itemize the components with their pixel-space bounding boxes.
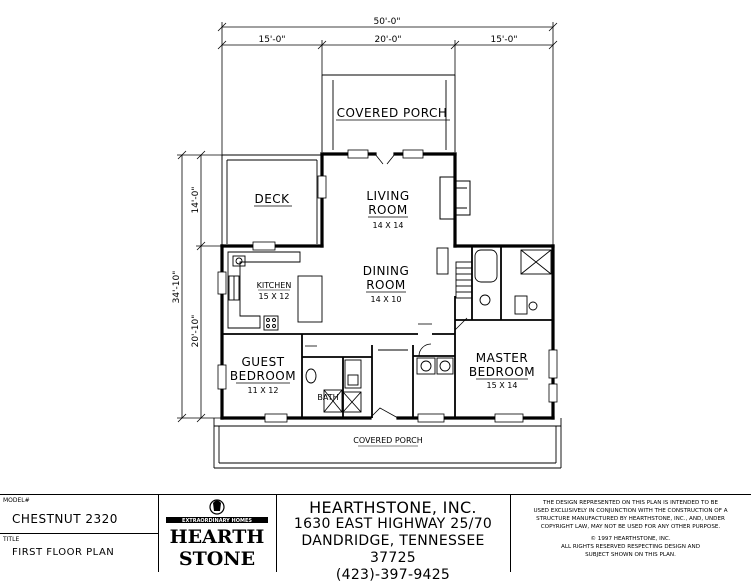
company-name: HEARTHSTONE, INC.: [309, 498, 477, 517]
label-master-bedroom-1: MASTER: [476, 351, 528, 365]
legal-line-7: SUBJECT SHOWN ON THIS PLAN.: [585, 552, 676, 558]
label-living-room-size: 14 X 14: [373, 221, 404, 230]
deck-outline: [221, 154, 322, 246]
drawing-title: FIRST FLOOR PLAN: [12, 547, 115, 558]
dim-overall-depth: 34'-10": [172, 271, 182, 304]
dim-seg-center: 20'-0": [374, 35, 401, 45]
top-porch-outline: [321, 74, 456, 152]
kitchen-cabinets: [227, 251, 323, 331]
logo-word-1: HEARTH: [170, 526, 265, 548]
label-kitchen: KITCHEN: [257, 281, 292, 290]
legal-line-6: ALL RIGHTS RESERVED RESPECTING DESIGN AN…: [561, 544, 700, 550]
label-dining-room-1: DINING: [363, 264, 410, 278]
dim-seg-right: 15'-0": [490, 35, 517, 45]
dim-upper-depth: 14'-0": [191, 186, 201, 213]
title-block: MODEL# CHESTNUT 2320 TITLE FIRST FLOOR P…: [0, 494, 751, 583]
label-guest-bedroom-2: BEDROOM: [230, 369, 296, 383]
label-covered-porch-top: COVERED PORCH: [337, 106, 448, 120]
bottom-porch-outline: [213, 418, 562, 469]
hearthstone-logo: EXTRAORDINARY HOMES HEARTH STONE: [158, 495, 277, 572]
hearthstone-logo-mark: EXTRAORDINARY HOMES HEARTH STONE: [166, 499, 268, 570]
dim-seg-left: 15'-0": [258, 35, 285, 45]
title-block-divider: [0, 533, 158, 534]
label-master-bedroom-2: BEDROOM: [469, 365, 535, 379]
model-name: CHESTNUT 2320: [12, 512, 118, 526]
logo-tagline: EXTRAORDINARY HOMES: [182, 518, 252, 524]
hall-closets: [378, 349, 454, 375]
label-master-bedroom-size: 15 X 14: [487, 381, 518, 390]
label-kitchen-size: 15 X 12: [259, 292, 290, 301]
label-living-room-2: ROOM: [368, 203, 408, 217]
master-bath-fixtures: [474, 249, 552, 315]
legal-line-2: USED EXCLUSIVELY IN CONJUNCTION WITH THE…: [533, 508, 728, 514]
guest-bath-fixtures: [305, 359, 362, 413]
company-street: 1630 EAST HIGHWAY 25/70: [293, 516, 493, 532]
label-guest-bedroom-1: GUEST: [241, 355, 284, 369]
legal-line-3: STRUCTURE MANUFACTURED BY HEARTHSTONE, I…: [536, 516, 725, 522]
copyright-notice: THE DESIGN REPRESENTED ON THIS PLAN IS I…: [510, 495, 751, 572]
title-block-model-area: MODEL# CHESTNUT 2320 TITLE FIRST FLOOR P…: [0, 495, 159, 572]
label-deck: DECK: [254, 192, 290, 206]
dim-lower-depth: 20'-10": [191, 315, 201, 348]
dimension-lines-top: [217, 22, 558, 245]
company-address: HEARTHSTONE, INC. 1630 EAST HIGHWAY 25/7…: [276, 495, 511, 583]
title-caption: TITLE: [3, 536, 20, 543]
label-dining-room-2: ROOM: [366, 278, 406, 292]
stairs: [436, 247, 473, 299]
label-living-room-1: LIVING: [366, 189, 409, 203]
dim-overall-width: 50'-0": [373, 17, 400, 27]
floor-plan-drawing: 50'-0" 15'-0" 20'-0" 15'-0" 14'-0" 34'-1…: [172, 17, 562, 469]
legal-line-1: THE DESIGN REPRESENTED ON THIS PLAN IS I…: [542, 500, 718, 506]
label-bath: BATH: [317, 393, 338, 402]
company-city: DANDRIDGE, TENNESSEE 37725: [301, 533, 485, 566]
company-phone: (423)-397-9425: [335, 567, 451, 583]
label-guest-bedroom-size: 11 X 12: [248, 386, 279, 395]
door-swings: [305, 153, 468, 419]
windows: [217, 149, 558, 423]
label-covered-porch-bottom: COVERED PORCH: [353, 436, 422, 445]
label-dining-room-size: 14 X 10: [371, 295, 402, 304]
legal-line-4: COPYRIGHT LAW, MAY NOT BE USED FOR ANY O…: [540, 524, 721, 530]
legal-line-5: © 1997 HEARTHSTONE, INC.: [590, 536, 671, 542]
fireplace: [439, 176, 471, 220]
model-caption: MODEL#: [3, 497, 30, 504]
interior-walls: [222, 246, 553, 418]
logo-word-2: STONE: [179, 548, 255, 570]
